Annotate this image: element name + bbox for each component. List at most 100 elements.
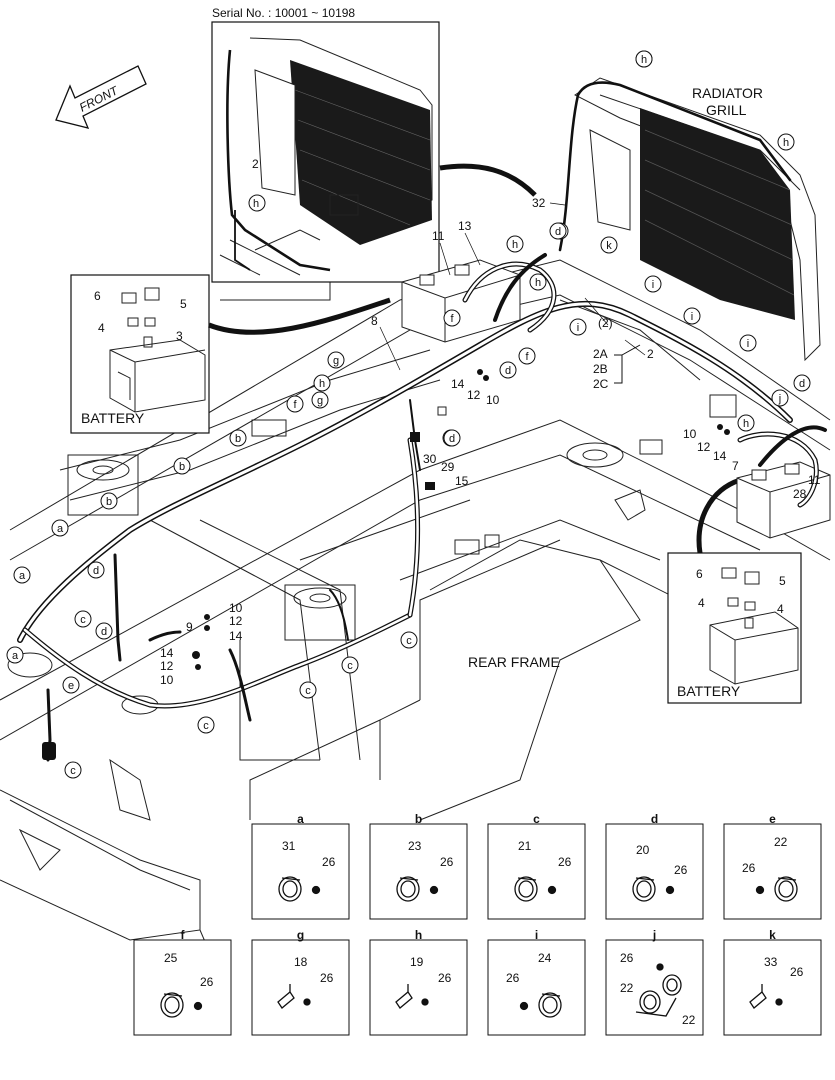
detail-panel-letter: c xyxy=(533,812,540,826)
callout-circle xyxy=(13,566,31,584)
callout-a: a xyxy=(13,566,31,584)
detail-panel-frame xyxy=(487,823,586,920)
callout-circle xyxy=(197,716,215,734)
callout-circle xyxy=(777,133,795,151)
detail-part-number: 26 xyxy=(790,965,804,979)
callout-d: d xyxy=(499,361,517,379)
detail-panel-frame xyxy=(723,939,822,1036)
part-label: 12 xyxy=(697,440,711,454)
left-battery-leader xyxy=(208,297,391,335)
battery-label-left: BATTERY xyxy=(81,410,145,426)
callout-d: d xyxy=(87,561,105,579)
callout-letter: c xyxy=(406,635,412,647)
callout-f: f xyxy=(518,347,536,365)
detail-part-number: 19 xyxy=(410,955,424,969)
callout-d: d xyxy=(95,622,113,640)
lb-label-5: 5 xyxy=(180,297,187,311)
clamp-icon xyxy=(632,876,675,902)
inset-leader xyxy=(439,163,537,197)
callout-circle xyxy=(635,50,653,68)
right-battery-leader xyxy=(696,477,741,554)
radiator-grill-label-1: RADIATOR xyxy=(692,85,763,101)
detail-part-number: 21 xyxy=(518,839,532,853)
callout-c: c xyxy=(341,656,359,674)
rear-frame-drawing xyxy=(0,229,831,1001)
callout-circle xyxy=(327,351,345,369)
callout-h: h xyxy=(777,133,795,151)
detail-panel-letter: f xyxy=(181,928,186,942)
callout-letter: j xyxy=(778,393,781,405)
part-label: 2 xyxy=(647,347,654,361)
radiator-grill-label-2: GRILL xyxy=(706,102,747,118)
callout-letter: d xyxy=(101,626,107,638)
lb-label-6: 6 xyxy=(94,289,101,303)
callout-k: k xyxy=(600,236,618,254)
lb-label-4: 4 xyxy=(98,321,105,335)
battery-front xyxy=(401,259,521,343)
detail-part-number: 26 xyxy=(200,975,214,989)
detail-panel-frame xyxy=(369,939,468,1036)
callout-d: d xyxy=(443,429,461,447)
callout-circle xyxy=(6,646,24,664)
callout-letter: b xyxy=(235,433,241,445)
part-label: 10 xyxy=(229,601,243,615)
detail-part-number: 26 xyxy=(506,971,520,985)
callout-circle xyxy=(313,374,331,392)
callout-c: c xyxy=(74,610,92,628)
callout-h: h xyxy=(313,374,331,392)
callout-letter: a xyxy=(57,523,64,535)
detail-part-number: 22 xyxy=(774,835,788,849)
part-label: 10 xyxy=(486,393,500,407)
part-label: 14 xyxy=(229,629,243,643)
detail-panels: a3126b2326c2126d2026e2226f2526g1826h1926… xyxy=(133,812,822,1036)
callout-letter: a xyxy=(19,570,26,582)
callout-j: j xyxy=(771,389,789,407)
callout-circle xyxy=(793,374,811,392)
callout-letter: i xyxy=(577,322,579,334)
callout-h: h xyxy=(506,235,524,253)
callout-letter: d xyxy=(449,433,455,445)
callout-letter: h xyxy=(319,378,325,390)
clamp-icon xyxy=(278,876,321,902)
detail-panel-letter: j xyxy=(652,928,656,942)
detail-panel-letter: i xyxy=(535,928,538,942)
part-leaders xyxy=(379,202,646,371)
front-arrow-icon xyxy=(55,65,147,129)
clamp-icon xyxy=(755,876,798,902)
callout-g: g xyxy=(327,351,345,369)
callout-c: c xyxy=(400,631,418,649)
callout-circle xyxy=(95,622,113,640)
callout-circle xyxy=(506,235,524,253)
callout-d: d xyxy=(549,222,567,240)
callout-circle xyxy=(443,429,461,447)
detail-part-number: 26 xyxy=(674,863,688,877)
callout-i: i xyxy=(683,307,701,325)
callout-letter: i xyxy=(747,338,749,350)
detail-part-number: 23 xyxy=(408,839,422,853)
callout-circle xyxy=(51,519,69,537)
detail-panel-frame xyxy=(723,823,822,920)
callout-letter: d xyxy=(505,365,511,377)
callout-circle xyxy=(737,414,755,432)
detail-part-number: 26 xyxy=(320,971,334,985)
clamp-icon xyxy=(277,984,311,1009)
part-label: 29 xyxy=(441,460,455,474)
clamp-icon xyxy=(519,992,562,1018)
callout-c: c xyxy=(197,716,215,734)
serial-number: Serial No. : 10001 ~ 10198 xyxy=(212,6,355,20)
detail-panel-frame xyxy=(133,939,232,1036)
callout-circle xyxy=(74,610,92,628)
part-label: 2C xyxy=(593,377,609,391)
callout-b: b xyxy=(100,492,118,510)
callout-circle xyxy=(286,395,304,413)
callout-c: c xyxy=(299,681,317,699)
detail-panel-letter: h xyxy=(415,928,422,942)
callout-h: h xyxy=(529,273,547,291)
callout-a: a xyxy=(6,646,24,664)
